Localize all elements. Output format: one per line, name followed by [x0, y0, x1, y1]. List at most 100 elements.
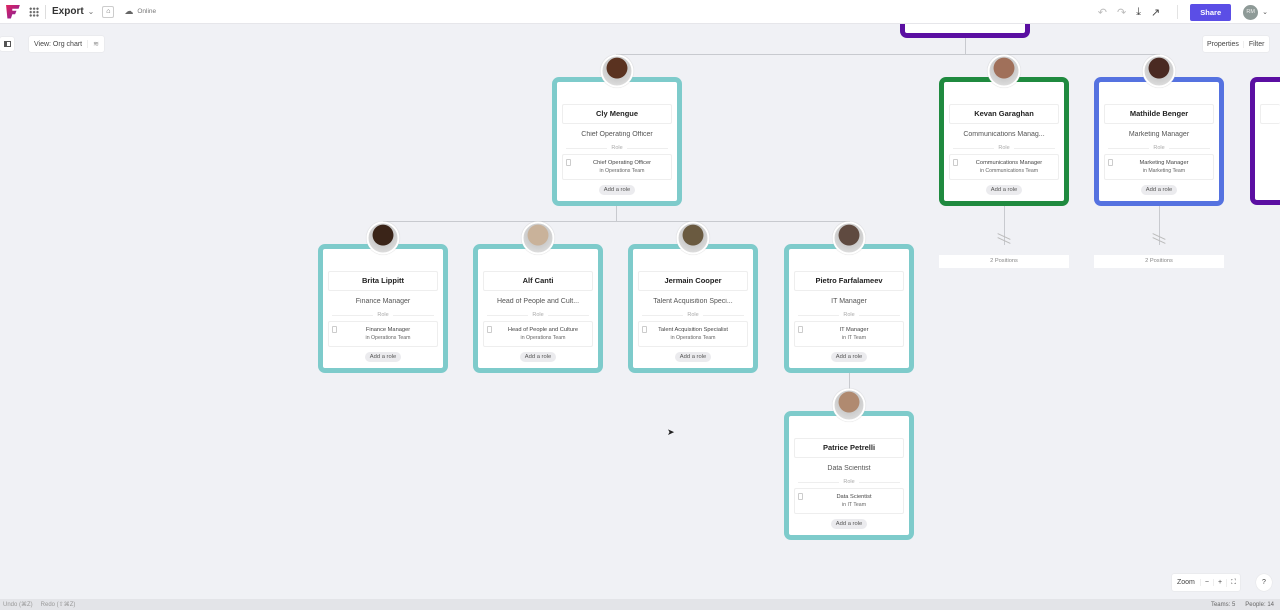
- chevron-down-icon[interactable]: ⌄: [1262, 9, 1268, 16]
- fit-screen-icon[interactable]: ⛶: [1226, 578, 1240, 587]
- role-title: IT Manager: [839, 327, 869, 333]
- org-card[interactable]: Mathilde Benger Marketing Manager Role M…: [1094, 54, 1224, 206]
- layers-icon[interactable]: ≋: [87, 40, 104, 48]
- role-box[interactable]: Finance Manager in Operations Team: [328, 321, 438, 347]
- chevron-down-icon[interactable]: ⌄: [87, 7, 95, 16]
- person-name[interactable]: Kevan Garaghan: [949, 104, 1059, 124]
- add-role-button[interactable]: Add a role: [830, 352, 868, 362]
- view-select[interactable]: View: Org chart: [34, 40, 83, 48]
- role-team: in Marketing Team: [1142, 168, 1186, 174]
- filter-button[interactable]: Filter: [1242, 40, 1270, 48]
- person-name[interactable]: Pietro Farfalameev: [794, 271, 904, 291]
- person-avatar[interactable]: [676, 221, 710, 255]
- org-card[interactable]: Cly Mengue Chief Operating Officer Role …: [552, 54, 682, 206]
- divider: [45, 4, 46, 19]
- add-role-button[interactable]: Add a role: [674, 352, 712, 362]
- add-role-button[interactable]: Add a role: [830, 519, 868, 529]
- role-title: Data Scientist: [836, 494, 872, 500]
- connector: [616, 54, 1160, 55]
- org-card[interactable]: Jermain Cooper Talent Acquisition Speci.…: [628, 221, 758, 373]
- apps-grid-icon[interactable]: [29, 6, 39, 17]
- name-box: [1260, 104, 1280, 124]
- person-title[interactable]: Chief Operating Officer: [581, 131, 653, 138]
- person-avatar[interactable]: [987, 54, 1021, 88]
- share-button[interactable]: Share: [1190, 3, 1232, 21]
- redo-hint[interactable]: Redo (⇧⌘Z): [40, 602, 76, 608]
- role-team: in IT Team: [841, 335, 867, 341]
- right-toolbar: Properties Filter: [1203, 36, 1270, 52]
- cloud-icon: ☁: [124, 6, 134, 16]
- positions-count[interactable]: 2 Positions: [939, 255, 1069, 268]
- role-box[interactable]: Data Scientist in IT Team: [794, 488, 904, 514]
- person-avatar[interactable]: [832, 388, 866, 422]
- sidebar-toggle-button[interactable]: [0, 37, 14, 51]
- role-title: Talent Acquisition Specialist: [658, 327, 728, 333]
- zoom-controls: Zoom − + ⛶: [1172, 574, 1240, 591]
- top-bar: Export ⌄ ⌂ ☁ Online ↶ ↷ ⤓ ↗ Share RM ⌄: [0, 0, 1280, 24]
- lock-icon[interactable]: ⌂: [102, 5, 115, 18]
- person-title[interactable]: Talent Acquisition Speci...: [653, 298, 733, 305]
- positions-count[interactable]: 2 Positions: [1094, 255, 1224, 268]
- connector: [616, 205, 617, 221]
- person-name[interactable]: Mathilde Benger: [1104, 104, 1214, 124]
- properties-button[interactable]: Properties: [1207, 40, 1239, 48]
- add-role-button[interactable]: Add a role: [364, 352, 402, 362]
- role-box[interactable]: Communications Manager in Communications…: [949, 154, 1059, 180]
- redo-icon[interactable]: ↷: [1116, 6, 1127, 19]
- person-title[interactable]: Head of People and Cult...: [496, 298, 580, 305]
- person-avatar[interactable]: [600, 54, 634, 88]
- role-box[interactable]: Head of People and Culture in Operations…: [483, 321, 593, 347]
- undo-icon[interactable]: ↶: [1097, 6, 1107, 19]
- org-card[interactable]: Alf Canti Head of People and Cult... Rol…: [473, 221, 603, 373]
- role-team: in Communications Team: [979, 168, 1039, 174]
- connector: [965, 37, 966, 54]
- role-box[interactable]: Talent Acquisition Specialist in Operati…: [638, 321, 748, 347]
- role-box[interactable]: IT Manager in IT Team: [794, 321, 904, 347]
- download-icon[interactable]: ⤓: [1136, 5, 1142, 18]
- add-role-button[interactable]: Add a role: [985, 185, 1023, 195]
- role-team: in IT Team: [841, 502, 867, 508]
- add-role-button[interactable]: Add a role: [598, 185, 636, 195]
- add-role-button[interactable]: Add a role: [1140, 185, 1178, 195]
- divider: [1177, 5, 1179, 19]
- undo-hint[interactable]: Undo (⌘Z): [3, 602, 33, 608]
- person-avatar[interactable]: [1142, 54, 1176, 88]
- zoom-in-button[interactable]: +: [1213, 579, 1226, 586]
- role-label: Role: [1104, 145, 1214, 151]
- role-box[interactable]: Marketing Manager in Marketing Team: [1104, 154, 1214, 180]
- person-name[interactable]: Cly Mengue: [562, 104, 672, 124]
- org-card[interactable]: Brita Lippitt Finance Manager Role Finan…: [318, 221, 448, 373]
- role-label: Role: [328, 312, 438, 318]
- person-avatar[interactable]: [832, 221, 866, 255]
- person-avatar[interactable]: [521, 221, 555, 255]
- person-avatar[interactable]: [366, 221, 400, 255]
- app-logo[interactable]: [6, 4, 20, 19]
- status-bar: Undo (⌘Z) Redo (⇧⌘Z) Teams: 5 People: 14: [0, 599, 1280, 610]
- zoom-out-button[interactable]: −: [1199, 579, 1213, 586]
- role-label: Role: [638, 312, 748, 318]
- person-name[interactable]: Brita Lippitt: [328, 271, 438, 291]
- clipboard-icon: [798, 326, 803, 333]
- document-title[interactable]: Export: [52, 6, 84, 17]
- org-card-partial[interactable]: [1250, 77, 1280, 205]
- person-title[interactable]: Finance Manager: [355, 298, 411, 305]
- role-box[interactable]: Chief Operating Officer in Operations Te…: [562, 154, 672, 180]
- help-button[interactable]: ?: [1256, 574, 1272, 591]
- role-title: Finance Manager: [365, 327, 411, 333]
- org-card[interactable]: Patrice Petrelli Data Scientist Role Dat…: [784, 388, 914, 540]
- org-card[interactable]: Kevan Garaghan Communications Manag... R…: [939, 54, 1069, 206]
- person-title[interactable]: Communications Manag...: [963, 131, 1045, 138]
- trend-icon[interactable]: ↗: [1151, 6, 1161, 19]
- role-title: Chief Operating Officer: [592, 160, 652, 166]
- org-card[interactable]: Pietro Farfalameev IT Manager Role IT Ma…: [784, 221, 914, 373]
- person-name[interactable]: Patrice Petrelli: [794, 438, 904, 458]
- person-title[interactable]: Data Scientist: [827, 465, 871, 472]
- user-avatar[interactable]: RM: [1243, 4, 1259, 20]
- person-name[interactable]: Jermain Cooper: [638, 271, 748, 291]
- person-name[interactable]: Alf Canti: [483, 271, 593, 291]
- person-title[interactable]: IT Manager: [831, 298, 867, 305]
- sidebar-icon: [3, 41, 11, 47]
- add-role-button[interactable]: Add a role: [519, 352, 557, 362]
- person-title[interactable]: Marketing Manager: [1128, 131, 1190, 138]
- clipboard-icon: [953, 159, 958, 166]
